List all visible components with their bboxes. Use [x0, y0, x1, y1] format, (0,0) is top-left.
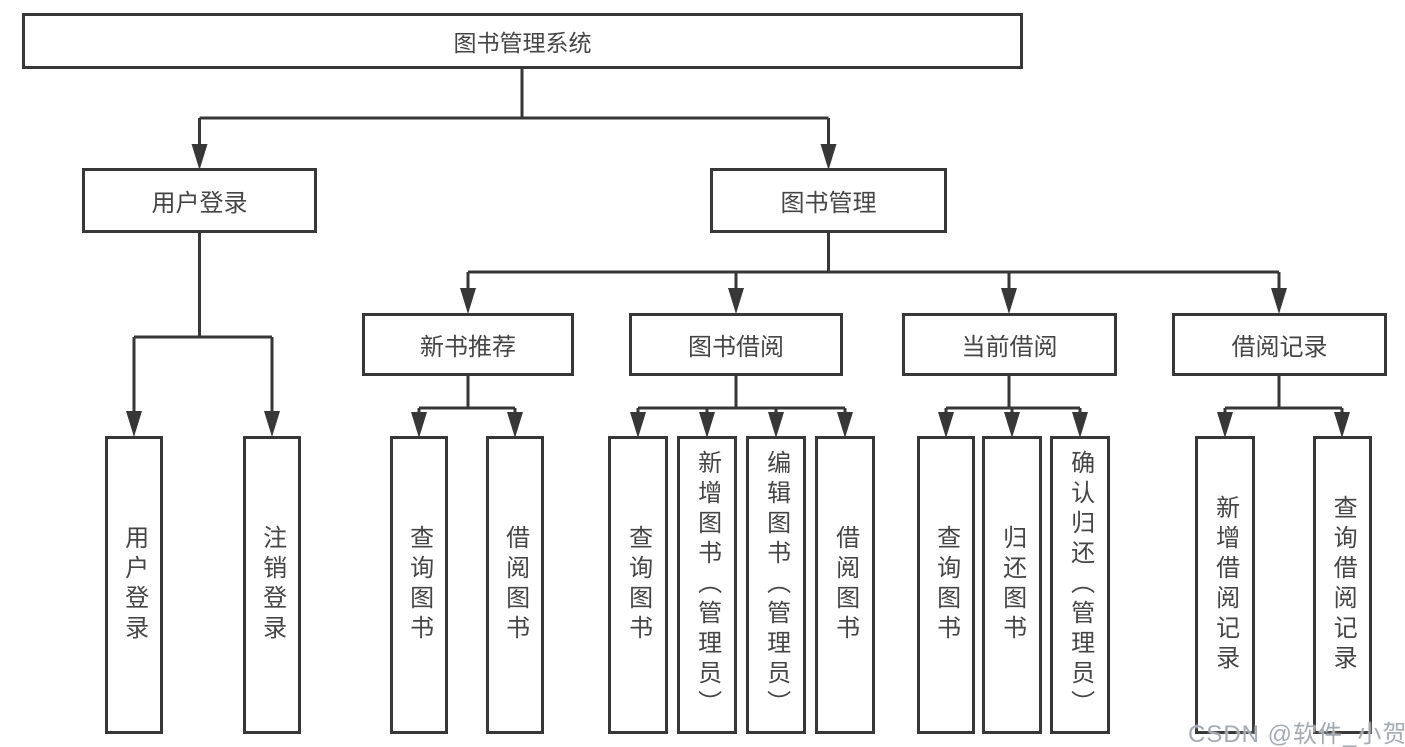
leaf-borrow-add-books-admin: 新增图书（管理员） — [677, 436, 737, 734]
leaf-borrow-query-books-label: 查询图书 — [624, 525, 652, 645]
connector-current-borrow-to-leaves — [938, 376, 1088, 438]
leaf-user-login: 用户登录 — [105, 436, 163, 734]
leaf-current-query-books-label: 查询图书 — [932, 525, 960, 645]
leaf-borrow-edit-books-admin: 编辑图书（管理员） — [746, 436, 806, 734]
leaf-current-query-books: 查询图书 — [917, 436, 975, 734]
leaf-logout-login: 注销登录 — [243, 436, 301, 734]
leaf-newrec-query-books: 查询图书 — [390, 436, 448, 734]
connector-book-borrow-to-leaves — [630, 376, 853, 438]
node-borrow-records: 借阅记录 — [1172, 313, 1387, 376]
leaf-newrec-query-books-label: 查询图书 — [405, 525, 433, 645]
connector-user-login-to-leaves — [126, 233, 280, 437]
leaf-current-confirm-return-admin: 确认归还（管理员） — [1050, 436, 1110, 734]
watermark-text: CSDN @软件_小贺同学 — [1188, 721, 1405, 747]
node-new-book-recommend: 新书推荐 — [362, 313, 574, 376]
node-current-borrow: 当前借阅 — [902, 313, 1117, 376]
leaf-newrec-borrow-books: 借阅图书 — [486, 436, 544, 734]
node-user-login: 用户登录 — [82, 168, 317, 233]
leaf-newrec-borrow-books-label: 借阅图书 — [501, 525, 529, 645]
node-book-mgmt-label: 图书管理 — [780, 190, 877, 217]
leaf-borrow-add-books-admin-label: 新增图书（管理员） — [693, 450, 721, 720]
connector-book-mgmt-to-level3 — [460, 233, 1287, 314]
leaf-current-return-books: 归还图书 — [982, 436, 1042, 734]
leaf-records-query-record: 查询借阅记录 — [1313, 436, 1372, 734]
leaf-borrow-query-books: 查询图书 — [608, 436, 668, 734]
node-new-book-recommend-label: 新书推荐 — [420, 334, 516, 361]
leaf-records-query-record-label: 查询借阅记录 — [1329, 495, 1357, 675]
leaf-current-confirm-return-admin-label: 确认归还（管理员） — [1066, 450, 1094, 720]
leaf-borrow-edit-books-admin-label: 编辑图书（管理员） — [762, 450, 790, 720]
leaf-current-return-books-label: 归还图书 — [998, 525, 1026, 645]
leaf-borrow-borrow-books-label: 借阅图书 — [831, 525, 859, 645]
node-book-borrow: 图书借阅 — [629, 313, 843, 376]
leaf-borrow-borrow-books: 借阅图书 — [815, 436, 875, 734]
leaf-records-add-record: 新增借阅记录 — [1195, 436, 1255, 734]
node-book-borrow-label: 图书借阅 — [688, 334, 784, 361]
node-root: 图书管理系统 — [22, 13, 1023, 69]
connector-borrow-records-to-leaves — [1217, 376, 1350, 438]
node-current-borrow-label: 当前借阅 — [961, 334, 1058, 361]
leaf-records-add-record-label: 新增借阅记录 — [1211, 495, 1239, 675]
connector-root-to-level2 — [191, 69, 837, 170]
leaf-logout-login-label: 注销登录 — [258, 525, 286, 645]
node-book-mgmt: 图书管理 — [710, 168, 947, 233]
node-root-label: 图书管理系统 — [453, 30, 592, 56]
node-user-login-label: 用户登录 — [151, 190, 248, 217]
connector-new-book-rec-to-leaves — [411, 376, 523, 438]
node-borrow-records-label: 借阅记录 — [1231, 334, 1328, 361]
leaf-user-login-label: 用户登录 — [120, 525, 148, 645]
